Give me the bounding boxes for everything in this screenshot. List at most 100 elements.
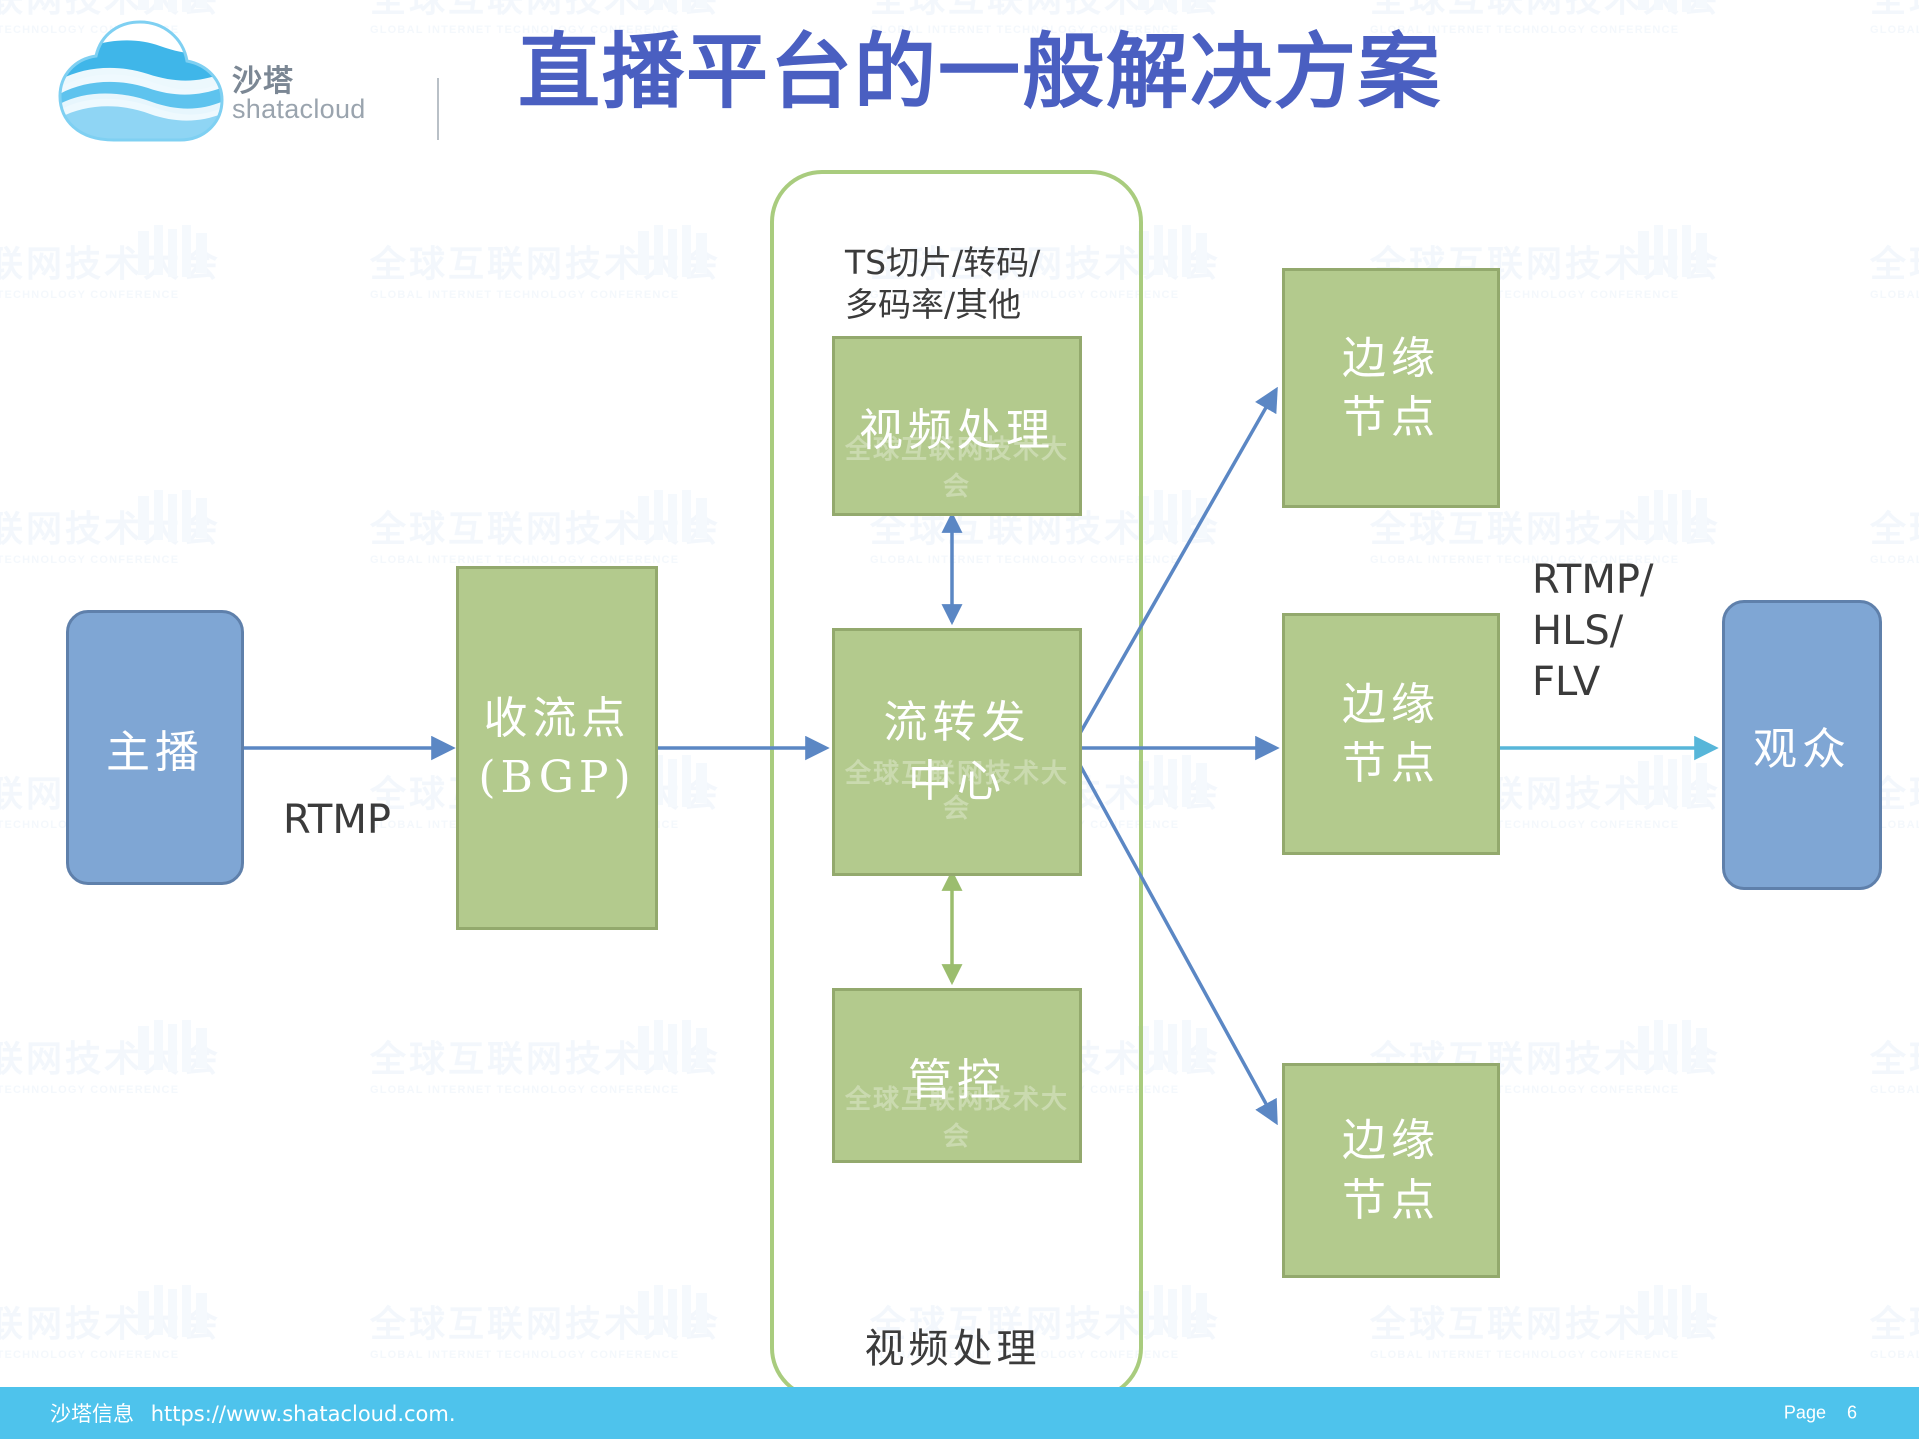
- slide-footer: 沙塔信息 https://www.shatacloud.com. Page 6: [0, 1387, 1919, 1439]
- watermark-cn: 全球互联网技术大会: [370, 244, 722, 285]
- watermark-en: GLOBAL INTERNET TECHNOLOGY CONFERENCE: [0, 1349, 180, 1361]
- watermark-cn: 全球互联网技术大会: [0, 0, 221, 22]
- watermark-mark-icon: [138, 1020, 212, 1076]
- watermark-en: GLOBAL INTERNET TECHNOLOGY CONFERENCE: [370, 1349, 680, 1361]
- logo-cn-text: 沙塔: [232, 64, 294, 99]
- watermark-cn: 全球互联网技术大会: [1370, 0, 1721, 22]
- watermark-mark-icon: [638, 0, 712, 16]
- footer-company: 沙塔信息: [50, 1402, 134, 1426]
- watermark-en: GLOBAL INTERNET TECHNOLOGY CONFERENCE: [1870, 24, 1919, 36]
- node-edge-top-label: 边缘 节点: [1342, 332, 1440, 443]
- watermark-cn: 全球互联网技术大会: [0, 244, 222, 285]
- watermark-mark-icon: [138, 490, 212, 546]
- watermark-tile: 全球互联网技术大会 GLOBAL INTERNET TECHNOLOGY CONF…: [370, 490, 722, 566]
- label-delivery-protocols: RTMP/ HLS/ FLV: [1532, 557, 1654, 706]
- watermark-tile: 全球互联网技术大会 GLOBAL INTERNET TECHNOLOGY CONF…: [1870, 500, 1919, 566]
- watermark-cn: 全球互联网技术大会: [1870, 509, 1919, 550]
- watermark-mark-icon: [1638, 490, 1712, 546]
- footer-page-label: Page: [1783, 1402, 1826, 1423]
- watermark-tile: 全球互联网技术大会 GLOBAL INTERNET TECHNOLOGY CONF…: [0, 225, 222, 301]
- watermark-cn: 全球互联网技术大会: [1870, 244, 1919, 285]
- watermark-cn: 全球互联网技术大会: [1870, 1304, 1919, 1345]
- node-edge-mid[interactable]: 边缘 节点: [1282, 613, 1500, 855]
- watermark-mark-icon: [1638, 755, 1712, 811]
- watermark-mark-icon: [1138, 490, 1212, 546]
- node-control[interactable]: 管控 全球互联网技术大会: [832, 988, 1082, 1163]
- watermark-cn: 全球互联网技术大会: [0, 1304, 222, 1345]
- node-anchor-label: 主播: [106, 726, 204, 778]
- page-title: 直播平台的一般解决方案: [517, 25, 1442, 120]
- watermark-en: GLOBAL INTERNET TECHNOLOGY CONFERENCE: [370, 1084, 680, 1096]
- watermark-en: GLOBAL INTERNET TECHNOLOGY CONFERENCE: [1370, 1349, 1680, 1361]
- node-video-processing-label: 视频处理: [859, 405, 1055, 456]
- watermark-tile: 全球互联网技术大会 GLOBAL INTERNET TECHNOLOGY CONF…: [1870, 1030, 1919, 1096]
- watermark-en: GLOBAL INTERNET TECHNOLOGY CONFERENCE: [370, 289, 680, 301]
- watermark-cn: 全球互联网技术大会: [370, 0, 721, 22]
- watermark-en: GLOBAL INTERNET TECHNOLOGY CONFERENCE: [1870, 1084, 1919, 1096]
- watermark-cn: 全球互联网技术大会: [1870, 1039, 1919, 1080]
- node-video-processing[interactable]: 视频处理 全球互联网技术大会: [832, 336, 1082, 516]
- watermark-mark-icon: [638, 1020, 712, 1076]
- watermark-mark-icon: [138, 225, 212, 281]
- label-rtmp-ingest: RTMP: [283, 797, 391, 843]
- watermark-cn: 全球互联网技术大会: [1370, 1304, 1722, 1345]
- watermark-tile: 全球互联网技术大会 GLOBAL INTERNET TECHNOLOGY CONF…: [370, 1020, 722, 1096]
- watermark-tile: 全球互联网技术大会 GLOBAL INTERNET TECHNOLOGY CONF…: [1870, 0, 1919, 36]
- watermark-en: GLOBAL INTERNET TECHNOLOGY CONFERENCE: [370, 554, 680, 566]
- logo-en-text: shatacloud: [232, 94, 366, 124]
- watermark-tile: 全球互联网技术大会 GLOBAL INTERNET TECHNOLOGY CONF…: [1870, 235, 1919, 301]
- watermark-mark-icon: [1138, 225, 1212, 281]
- watermark-mark-icon: [1638, 1020, 1712, 1076]
- watermark-cn: 全球互联网技术大会: [370, 509, 722, 550]
- node-viewer[interactable]: 观众: [1722, 600, 1882, 890]
- node-control-label: 管控: [908, 1054, 1006, 1106]
- watermark-mark-icon: [1138, 0, 1212, 16]
- watermark-mark-icon: [1638, 1285, 1712, 1341]
- node-ingest[interactable]: 收流点 (BGP): [456, 566, 658, 930]
- watermark-cn: 全球互联网技术大会: [370, 1039, 722, 1080]
- node-relay-center-label: 流转发 中心: [883, 696, 1031, 807]
- watermark-mark-icon: [1138, 1020, 1212, 1076]
- footer-page: Page 6: [1784, 1403, 1857, 1424]
- shatacloud-logo: 沙塔 shatacloud: [56, 20, 439, 142]
- node-relay-center[interactable]: 流转发 中心 全球互联网技术大会: [832, 628, 1082, 876]
- watermark-mark-icon: [638, 1285, 712, 1341]
- watermark-mark-icon: [638, 225, 712, 281]
- watermark-cn: 全球互联网技术大会: [0, 1039, 222, 1080]
- watermark-mark-icon: [1638, 225, 1712, 281]
- node-edge-bottom[interactable]: 边缘 节点: [1282, 1063, 1500, 1278]
- watermark-mark-icon: [1638, 0, 1712, 16]
- watermark-en: GLOBAL INTERNET TECHNOLOGY CONFERENCE: [1870, 1349, 1919, 1361]
- watermark-mark-icon: [1138, 1285, 1212, 1341]
- video-processing-group-caption: 视频处理: [864, 1326, 1041, 1372]
- watermark-en: GLOBAL INTERNET TECHNOLOGY CONFERENCE: [1870, 554, 1919, 566]
- watermark-mark-icon: [638, 490, 712, 546]
- logo-divider: [437, 78, 439, 140]
- node-edge-mid-label: 边缘 节点: [1342, 678, 1440, 789]
- node-ingest-label: 收流点 (BGP): [478, 692, 636, 803]
- label-video-processing-note: TS切片/转码/ 多码率/其他: [845, 243, 1041, 325]
- watermark-cn: 全球互联网技术大会: [870, 0, 1221, 22]
- watermark-mark-icon: [138, 0, 212, 16]
- watermark-en: GLOBAL INTERNET TECHNOLOGY CONFERENCE: [0, 554, 180, 566]
- watermark-tile: 全球互联网技术大会 GLOBAL INTERNET TECHNOLOGY CONF…: [370, 1285, 722, 1361]
- watermark-tile: 全球互联网技术大会 GLOBAL INTERNET TECHNOLOGY CONF…: [1370, 1285, 1722, 1361]
- watermark-tile: 全球互联网技术大会 GLOBAL INTERNET TECHNOLOGY CONF…: [0, 1285, 222, 1361]
- watermark-cn: 全球互联网技术大会: [1870, 0, 1919, 22]
- watermark-tile: 全球互联网技术大会 GLOBAL INTERNET TECHNOLOGY CONF…: [370, 225, 722, 301]
- footer-page-number: 6: [1846, 1402, 1857, 1423]
- footer-url: https://www.shatacloud.com.: [150, 1402, 456, 1426]
- node-anchor[interactable]: 主播: [66, 610, 244, 885]
- watermark-en: GLOBAL INTERNET TECHNOLOGY CONFERENCE: [0, 1084, 180, 1096]
- watermark-mark-icon: [138, 1285, 212, 1341]
- watermark-en: GLOBAL INTERNET TECHNOLOGY CONFERENCE: [0, 289, 180, 301]
- node-viewer-label: 观众: [1753, 724, 1851, 775]
- node-edge-top[interactable]: 边缘 节点: [1282, 268, 1500, 508]
- watermark-mark-icon: [1138, 755, 1212, 811]
- watermark-cn: 全球互联网技术大会: [370, 1304, 722, 1345]
- node-edge-bottom-label: 边缘 节点: [1342, 1115, 1440, 1226]
- watermark-en: GLOBAL INTERNET TECHNOLOGY CONFERENCE: [1870, 289, 1919, 301]
- footer-company-url: 沙塔信息 https://www.shatacloud.com.: [50, 1398, 456, 1428]
